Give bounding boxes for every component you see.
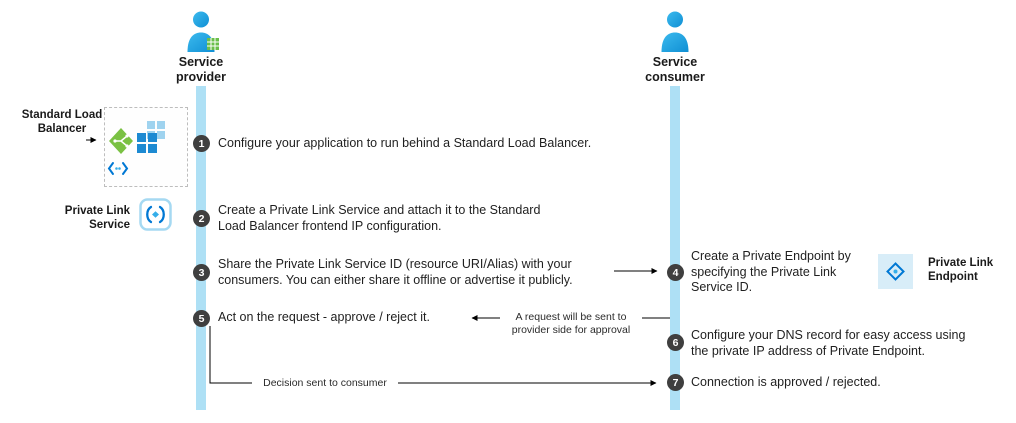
private-link-endpoint-label: Private Link Endpoint	[928, 257, 994, 283]
consumer-timeline-bar	[670, 86, 680, 410]
decision-note: Decision sent to consumer	[252, 376, 398, 391]
step-5-text: Act on the request - approve / reject it…	[218, 310, 430, 324]
step-2-text: Create a Private Link Service and attach…	[218, 203, 541, 233]
private-link-endpoint-icon	[878, 254, 913, 289]
private-link-service-label: Private Link Service	[64, 205, 130, 231]
service-provider-person-icon	[186, 11, 220, 53]
step-7-circle: 7	[667, 374, 684, 391]
service-consumer-person-icon	[660, 11, 694, 53]
step-5-circle: 5	[193, 310, 210, 327]
load-balancer-icon	[107, 126, 135, 156]
virtual-machines-icon	[133, 119, 169, 161]
step-6-circle: 6	[667, 334, 684, 351]
standard-load-balancer-label: Standard Load Balancer	[21, 109, 103, 135]
step-1-text: Configure your application to run behind…	[218, 136, 592, 150]
step-2-circle: 2	[193, 210, 210, 227]
request-note: A request will be sent to provider side …	[500, 310, 642, 338]
provider-timeline-bar	[196, 86, 206, 410]
step-7-text: Connection is approved / rejected.	[691, 375, 881, 389]
private-link-service-icon	[139, 198, 172, 231]
connectivity-icon	[106, 160, 130, 177]
consumer-lane-label: Service consumer	[645, 55, 705, 84]
step-3-text: Share the Private Link Service ID (resou…	[218, 257, 573, 287]
provider-lane-label: Service provider	[175, 55, 226, 84]
step-4-circle: 4	[667, 264, 684, 281]
step-3-circle: 3	[193, 264, 210, 281]
step-6-text: Configure your DNS record for easy acces…	[691, 328, 966, 358]
step-4-text: Create a Private Endpoint by specifying …	[691, 249, 851, 294]
step-1-circle: 1	[193, 135, 210, 152]
